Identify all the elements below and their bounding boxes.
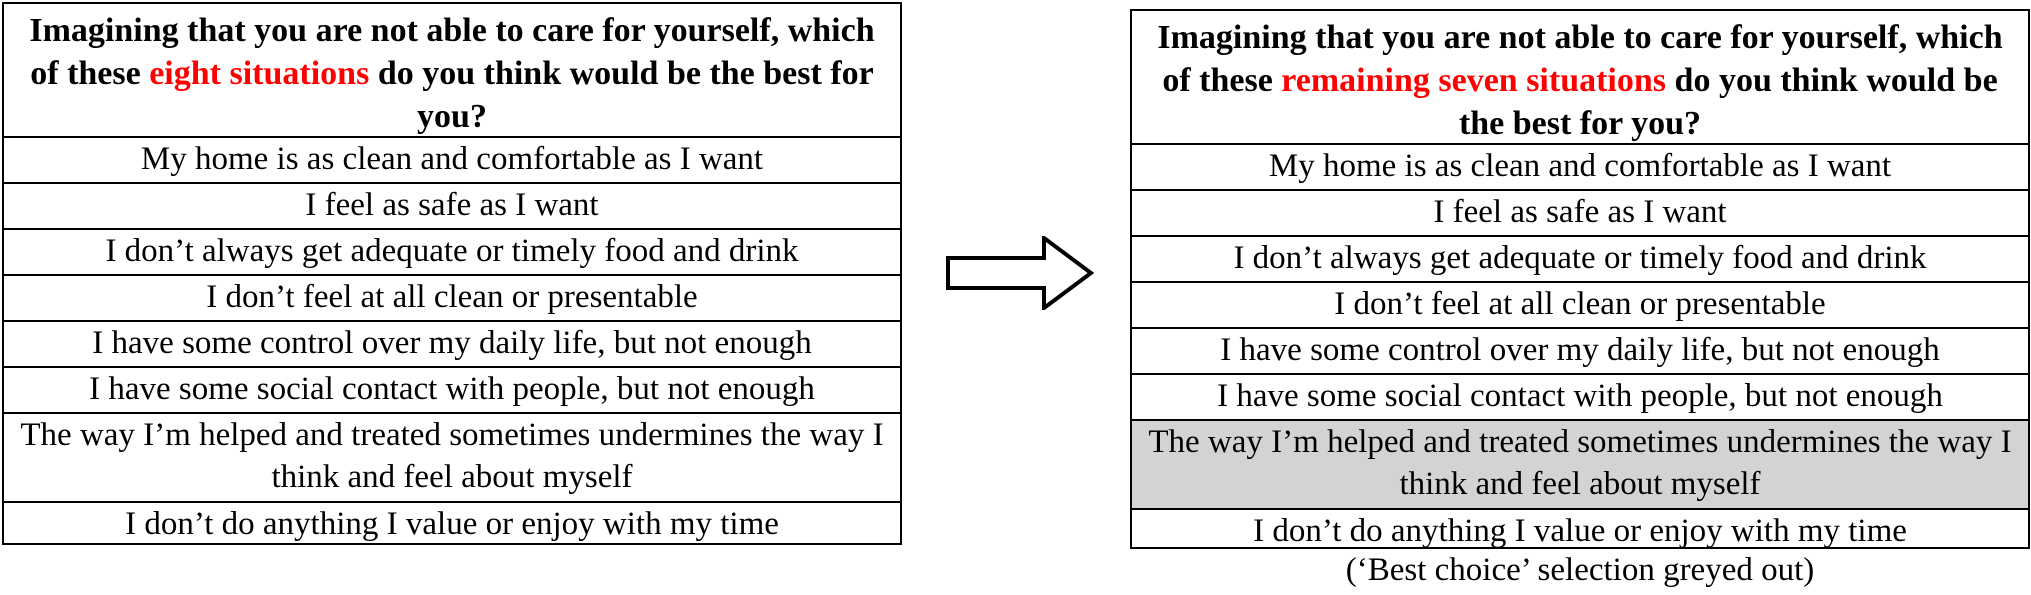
left-row-4: I don’t feel at all clean or presentable bbox=[4, 276, 900, 322]
right-row-5: I have some control over my daily life, … bbox=[1132, 329, 2028, 375]
right-row-8: I don’t do anything I value or enjoy wit… bbox=[1253, 513, 1907, 549]
right-header-post: do you think would be the best for you? bbox=[1458, 62, 1998, 142]
right-question-header: Imagining that you are not able to care … bbox=[1132, 11, 2028, 145]
left-question-header: Imagining that you are not able to care … bbox=[4, 4, 900, 138]
right-situation-table: Imagining that you are not able to care … bbox=[1130, 9, 2030, 549]
left-row-5: I have some control over my daily life, … bbox=[4, 322, 900, 368]
left-row-8: I don’t do anything I value or enjoy wit… bbox=[125, 506, 779, 542]
left-header-post: do you think would be the best for you? bbox=[369, 55, 874, 135]
right-header-pre: Imagining that you are not able to care … bbox=[1157, 19, 2003, 99]
right-header-highlight: remaining seven situations bbox=[1281, 62, 1667, 99]
right-row-2: I feel as safe as I want bbox=[1132, 191, 2028, 237]
right-row-1: My home is as clean and comfortable as I… bbox=[1132, 145, 2028, 191]
greyed-out-caption: (‘Best choice’ selection greyed out) bbox=[1345, 552, 1815, 588]
left-row-3: I don’t always get adequate or timely fo… bbox=[4, 230, 900, 276]
right-row-6: I have some social contact with people, … bbox=[1132, 375, 2028, 421]
right-arrow-outline-icon bbox=[946, 236, 1094, 310]
left-row-6: I have some social contact with people, … bbox=[4, 368, 900, 414]
right-row-4: I don’t feel at all clean or presentable bbox=[1132, 283, 2028, 329]
left-situation-table: Imagining that you are not able to care … bbox=[2, 2, 902, 545]
right-row-3: I don’t always get adequate or timely fo… bbox=[1132, 237, 2028, 283]
right-row-7-greyed: The way I’m helped and treated sometimes… bbox=[1132, 421, 2028, 510]
left-row-7: The way I’m helped and treated sometimes… bbox=[4, 414, 900, 503]
left-row-2: I feel as safe as I want bbox=[4, 184, 900, 230]
left-header-pre: Imagining that you are not able to care … bbox=[29, 12, 875, 92]
left-row-1: My home is as clean and comfortable as I… bbox=[4, 138, 900, 184]
left-header-highlight: eight situations bbox=[149, 55, 370, 92]
